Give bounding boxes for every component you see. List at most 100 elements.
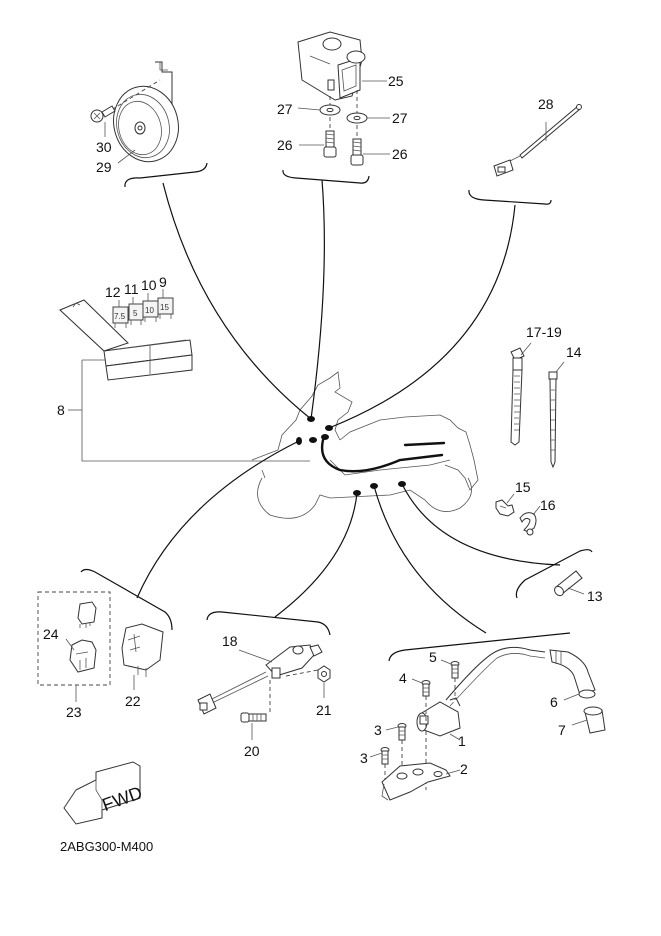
label-10: 10: [141, 277, 157, 293]
ignition-coil-group: 6 7 1 5 4: [360, 632, 606, 801]
leader-5: [440, 659, 452, 665]
relay-part-upper[interactable]: [77, 601, 97, 628]
spark-plug-cap-6[interactable]: [549, 649, 596, 699]
clamp-16[interactable]: [519, 512, 537, 536]
fuse-9-rating: 15: [160, 303, 169, 312]
callout-horn: [162, 182, 312, 420]
label-26b: 26: [392, 146, 408, 162]
fuse-box-8[interactable]: [59, 299, 193, 381]
callout-ignition-coil: [373, 485, 487, 634]
motorcycle-outline: [251, 371, 479, 519]
callout-sleeve: [401, 483, 561, 566]
switch-group: 18 20 21: [197, 611, 332, 759]
leader-3b: [369, 752, 383, 758]
group-bracket-relay: [80, 568, 173, 631]
label-11: 11: [124, 281, 139, 297]
sensor-group: 25 27 27 26 26: [277, 31, 408, 184]
fuse-12[interactable]: 7.5: [112, 306, 129, 328]
horn-group: 30 29: [90, 61, 208, 188]
label-5: 5: [429, 649, 437, 665]
label-1: 1: [458, 733, 466, 749]
harness-connection-points: [296, 416, 406, 496]
forward-direction-arrow: FWD: [63, 761, 145, 825]
callout-sensor-18: [274, 492, 358, 618]
leader-24: [65, 638, 75, 651]
fuse-10-rating: 10: [145, 306, 154, 315]
group-bracket-sensor: [282, 169, 370, 184]
label-16: 16: [540, 497, 556, 513]
callout-lead-wire: [328, 204, 516, 429]
label-25: 25: [388, 73, 404, 89]
bolt-26-right[interactable]: [350, 138, 364, 166]
label-28: 28: [538, 96, 554, 112]
label-3b: 3: [360, 750, 368, 766]
relay-assembly-23-box[interactable]: [37, 591, 111, 686]
label-22: 22: [125, 693, 141, 709]
label-3a: 3: [374, 722, 382, 738]
fuse-box-group: 7.5 5 10 15 12 11 10 9 8: [57, 274, 310, 462]
fuse-11[interactable]: 5: [128, 303, 144, 325]
group-bracket-coil: [388, 632, 571, 662]
label-2: 2: [460, 761, 468, 777]
callout-sensor: [310, 179, 325, 420]
horn-29[interactable]: [99, 61, 187, 169]
callout-lines: [136, 179, 561, 634]
label-15: 15: [515, 479, 531, 495]
drawing-code: 2ABG300-M400: [60, 839, 153, 854]
bolt-3-lower[interactable]: [380, 747, 390, 789]
label-7: 7: [558, 722, 566, 738]
bolt-5[interactable]: [450, 661, 460, 701]
bolt-20[interactable]: [240, 712, 267, 723]
leader-16: [532, 505, 541, 516]
fuse-10[interactable]: 10: [142, 300, 159, 322]
switch-18[interactable]: [197, 644, 323, 715]
relay-holder-24[interactable]: [69, 639, 97, 673]
leader-14: [555, 361, 565, 373]
label-24: 24: [43, 626, 59, 642]
ignition-coil-1[interactable]: [416, 697, 461, 737]
leader-4: [411, 678, 423, 684]
coil-bracket-2[interactable]: [381, 762, 451, 801]
label-12: 12: [105, 284, 121, 300]
leader-fuse-box-bus: [81, 360, 310, 462]
connection-point: [309, 437, 317, 443]
cable-tie-14[interactable]: [548, 371, 558, 469]
bolt-30[interactable]: [90, 105, 116, 123]
label-26a: 26: [277, 137, 293, 153]
leader-3a: [385, 726, 399, 731]
group-bracket-horn: [124, 162, 208, 188]
lead-wire-28[interactable]: [493, 104, 582, 177]
fuse-9[interactable]: 15: [157, 297, 174, 319]
clamp-group: 15 16: [495, 479, 556, 536]
label-23: 23: [66, 704, 82, 720]
label-27a: 27: [277, 101, 293, 117]
label-18: 18: [222, 633, 238, 649]
bolt-3-upper[interactable]: [397, 723, 407, 771]
group-bracket-lead-wire: [468, 189, 552, 205]
band-17-19[interactable]: [510, 347, 525, 446]
sleeve-group: 13: [515, 549, 603, 604]
washer-27-right[interactable]: [346, 112, 368, 124]
high-tension-cord[interactable]: [445, 646, 546, 707]
leader-1: [449, 733, 461, 741]
leader-29: [117, 149, 136, 164]
label-8: 8: [57, 402, 65, 418]
bolt-26-left[interactable]: [323, 130, 337, 158]
leader-2: [445, 769, 461, 775]
sleeve-13[interactable]: [553, 570, 583, 597]
label-21: 21: [316, 702, 332, 718]
label-9: 9: [159, 274, 167, 290]
label-20: 20: [244, 743, 260, 759]
label-27b: 27: [392, 110, 408, 126]
cap-cover-7[interactable]: [583, 706, 606, 734]
lead-wire-group: 28: [468, 96, 582, 205]
relay-22[interactable]: [121, 623, 164, 677]
leader-7: [571, 719, 588, 726]
sensor-25[interactable]: [297, 31, 366, 146]
label-29: 29: [96, 159, 112, 175]
clamp-15[interactable]: [495, 499, 515, 517]
nut-21[interactable]: [317, 665, 331, 683]
washer-27-left[interactable]: [319, 104, 341, 116]
label-17-19: 17-19: [526, 324, 562, 340]
relay-group: 24 23 22: [37, 568, 173, 720]
